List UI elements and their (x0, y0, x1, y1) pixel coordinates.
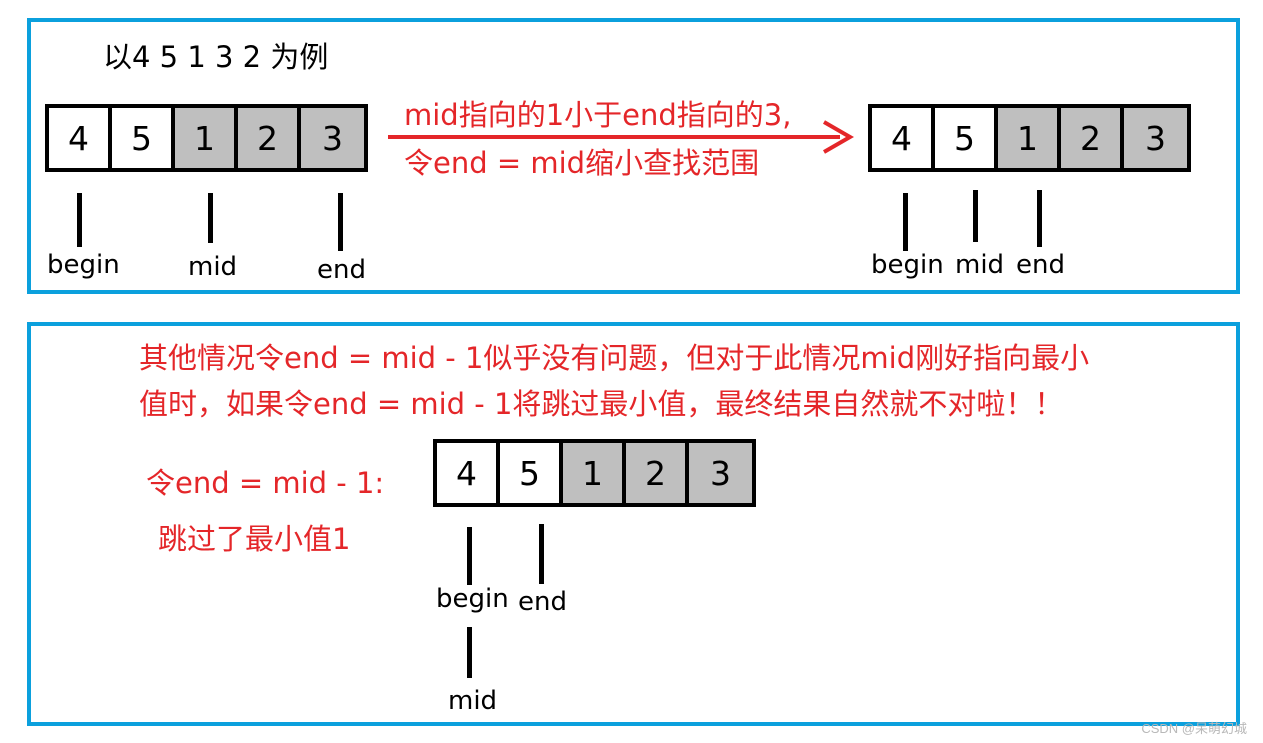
wrong-case-cell-2: 1 (563, 443, 626, 503)
end-label: end (317, 255, 366, 285)
arrow-text-line1: mid指向的1小于end指向的3, (404, 98, 792, 132)
wrong-case-cell-1: 5 (500, 443, 563, 503)
side-note-line1: 令end = mid - 1: (146, 466, 385, 500)
begin-label: begin (47, 250, 120, 280)
mid-label: mid (188, 252, 238, 282)
array-after-cell-4: 3 (1124, 108, 1187, 168)
array-before-cell-4: 3 (301, 108, 364, 168)
after-end-label: end (1016, 250, 1065, 280)
after-begin-label: begin (871, 250, 944, 280)
wrong-case-cell-3: 2 (626, 443, 689, 503)
note-line1: 其他情况令end = mid - 1似乎没有问题，但对于此情况mid刚好指向最小 (139, 341, 1090, 375)
wrong-case-cell-0: 4 (437, 443, 500, 503)
array-wrong-case: 4 5 1 2 3 (433, 439, 756, 507)
array-before: 4 5 1 2 3 (45, 104, 368, 172)
begin-pointer-line (77, 193, 82, 247)
side-note-line2: 跳过了最小值1 (158, 522, 351, 556)
array-before-cell-2: 1 (175, 108, 238, 168)
end-pointer-line (338, 193, 343, 251)
wrong-case-cell-4: 3 (689, 443, 752, 503)
after-mid-pointer-line (973, 190, 978, 242)
after-begin-pointer-line (903, 193, 908, 251)
wrong-mid-pointer-line (467, 627, 472, 678)
array-before-cell-3: 2 (238, 108, 301, 168)
bottom-panel (27, 322, 1240, 726)
mid-pointer-line (208, 193, 213, 243)
wrong-mid-label: mid (448, 686, 498, 716)
wrong-begin-label: begin (436, 584, 509, 614)
wrong-begin-pointer-line (467, 527, 472, 585)
array-before-cell-1: 5 (112, 108, 175, 168)
array-after: 4 5 1 2 3 (868, 104, 1191, 172)
top-panel (27, 18, 1240, 294)
note-line2: 值时，如果令end = mid - 1将跳过最小值，最终结果自然就不对啦！！ (139, 387, 1064, 421)
array-after-cell-0: 4 (872, 108, 935, 168)
arrow-text-line2: 令end = mid缩小查找范围 (404, 146, 760, 180)
wrong-end-label: end (518, 587, 567, 617)
arrow-head (823, 120, 855, 154)
array-after-cell-2: 1 (998, 108, 1061, 168)
array-after-cell-3: 2 (1061, 108, 1124, 168)
array-before-cell-0: 4 (49, 108, 112, 168)
watermark: CSDN @呆萌幻城 (1141, 721, 1247, 736)
wrong-end-pointer-line (539, 524, 544, 584)
example-label: 以4 5 1 3 2 为例 (103, 40, 329, 74)
after-mid-label: mid (955, 250, 1005, 280)
array-after-cell-1: 5 (935, 108, 998, 168)
after-end-pointer-line (1037, 190, 1042, 247)
